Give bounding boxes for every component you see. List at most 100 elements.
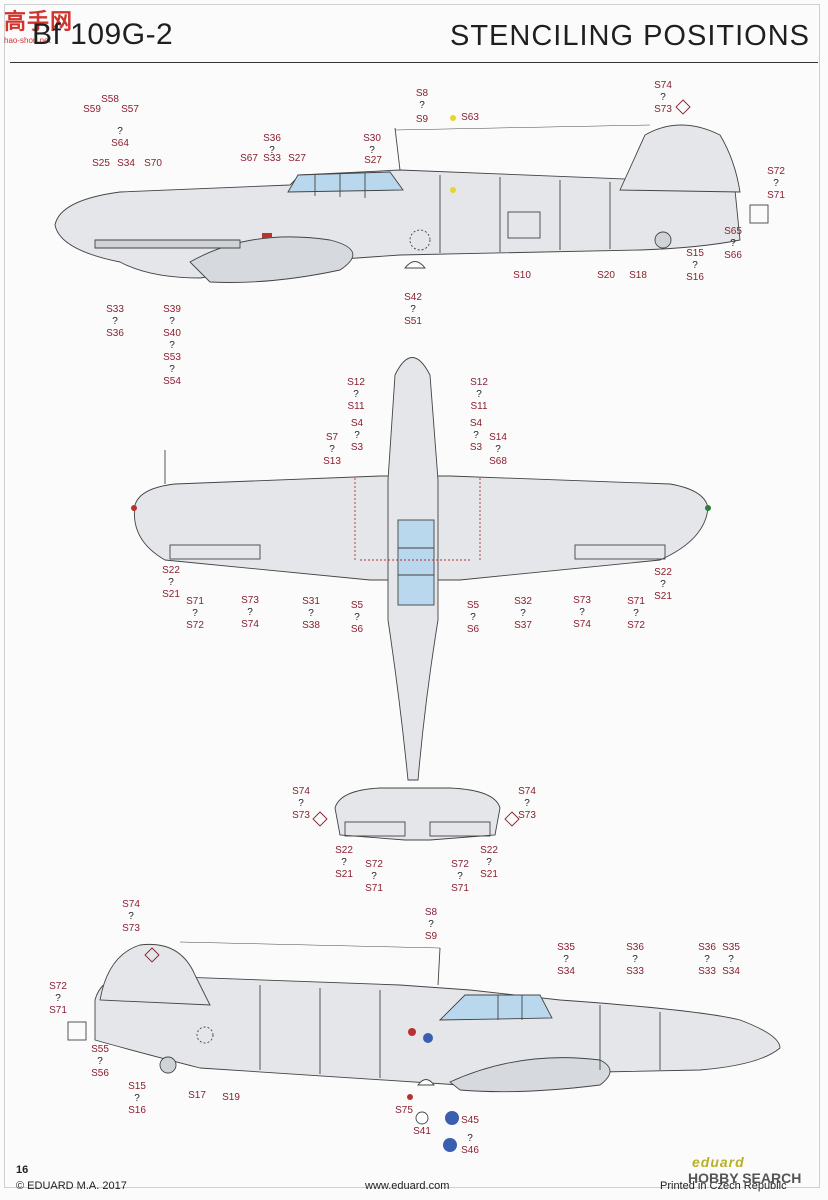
stencil-label-s27b: S27 <box>359 155 387 167</box>
stencil-label-line: ? <box>632 954 638 965</box>
stencil-label-line: ? <box>692 260 698 271</box>
stencil-label-s34: S34 <box>112 158 140 170</box>
stencil-label-s5l: S5?S6 <box>343 600 371 636</box>
stencil-label-s39: S39?S40?S53?S54 <box>158 304 186 388</box>
stencil-label-line: S22 <box>480 845 498 856</box>
stencil-label-s63: S63 <box>456 112 484 124</box>
stencil-label-line: S73 <box>292 810 310 821</box>
stencil-label-line: S51 <box>404 316 422 327</box>
stencil-label-s22l: S22?S21 <box>157 565 185 601</box>
stencil-label-s74tl: S74?S73 <box>287 786 315 822</box>
stencil-label-line: S33 <box>698 966 716 977</box>
stencil-label-r41: S41 <box>408 1126 436 1138</box>
stencil-label-line: ? <box>329 444 335 455</box>
stencil-label-r8: S8?S9 <box>417 907 445 943</box>
stencil-label-s33l: S33?S36 <box>101 304 129 340</box>
stencil-label-line: S6 <box>350 624 364 635</box>
stencil-label-line: ? <box>117 126 123 137</box>
website-link[interactable]: www.eduard.com <box>365 1180 450 1192</box>
stencil-label-line: S20 <box>597 270 615 281</box>
stencil-label-line: ? <box>169 340 175 351</box>
stencil-label-line: ? <box>269 145 275 156</box>
stencil-label-line: ? <box>354 612 360 623</box>
stencil-label-line: S21 <box>162 589 180 600</box>
page-frame <box>4 4 820 1188</box>
stencil-label-line: ? <box>579 607 585 618</box>
stencil-label-s64: ?S64 <box>106 126 134 150</box>
stencil-label-line: S10 <box>513 270 531 281</box>
stencil-label-line: ? <box>247 607 253 618</box>
stencil-label-s31: S31?S38 <box>297 596 325 632</box>
stencil-label-s73l: S73?S74 <box>236 595 264 631</box>
stencil-label-line: S64 <box>111 138 129 149</box>
stencil-label-line: S73 <box>518 810 536 821</box>
stencil-label-s33: S33 <box>258 153 286 165</box>
stencil-label-s70: S70 <box>139 158 167 170</box>
stencil-label-line: ? <box>371 871 377 882</box>
stencil-label-line: ? <box>486 857 492 868</box>
stencil-label-line: ? <box>134 1093 140 1104</box>
stencil-label-s25: S25 <box>87 158 115 170</box>
stencil-label-s67: S67 <box>235 153 263 165</box>
copyright: © EDUARD M.A. 2017 <box>16 1180 127 1192</box>
stencil-label-line: ? <box>169 316 175 327</box>
stencil-label-line: S65 <box>724 226 742 237</box>
stencil-label-s9: S9 <box>408 114 436 126</box>
stencil-label-r36a: S36?S33 <box>621 942 649 978</box>
stencil-label-line: ? <box>169 364 175 375</box>
stencil-label-line: ? <box>298 798 304 809</box>
stencil-label-line: ? <box>341 857 347 868</box>
stencil-label-line: S33 <box>263 153 281 164</box>
stencil-label-line: ? <box>470 612 476 623</box>
stencil-label-line: S42 <box>404 292 422 303</box>
stencil-label-s4r: S4?S3 <box>462 418 490 454</box>
stencil-label-line: ? <box>524 798 530 809</box>
stencil-label-s74tr: S74?S73 <box>513 786 541 822</box>
stencil-label-line: S31 <box>302 596 320 607</box>
stencil-label-line: S72 <box>627 620 645 631</box>
stencil-label-line: S33 <box>626 966 644 977</box>
page-number: 16 <box>16 1164 29 1176</box>
stencil-label-line: S5 <box>466 600 480 611</box>
stencil-label-line: ? <box>112 316 118 327</box>
stencil-label-line: S37 <box>514 620 532 631</box>
stencil-label-line: S36 <box>106 328 124 339</box>
stencil-label-line: S72 <box>767 166 785 177</box>
stencil-label-line: ? <box>704 954 710 965</box>
stencil-label-s4l: S4?S3 <box>343 418 371 454</box>
stencil-label-r46: ?S46 <box>456 1133 484 1157</box>
stencil-label-s5r: S5?S6 <box>459 600 487 636</box>
stencil-label-s7: S7?S13 <box>318 432 346 468</box>
stencil-label-line: S63 <box>461 112 479 123</box>
stencil-label-line: S35 <box>557 942 575 953</box>
stencil-label-line: S14 <box>489 432 507 443</box>
stencil-label-line: S5 <box>350 600 364 611</box>
stencil-label-r72: S72?S71 <box>44 981 72 1017</box>
stencil-label-line: S71 <box>186 596 204 607</box>
stencil-label-line: S11 <box>347 401 365 412</box>
stencil-label-line: S46 <box>461 1145 479 1156</box>
stencil-label-r74: S74?S73 <box>117 899 145 935</box>
stencil-label-line: ? <box>354 430 360 441</box>
stencil-label-line: S16 <box>686 272 704 283</box>
stencil-label-line: S73 <box>654 104 672 115</box>
stencil-label-line: S30 <box>363 133 381 144</box>
stencil-label-line: ? <box>473 430 479 441</box>
stencil-label-s65: S65?S66 <box>719 226 747 262</box>
stencil-label-line: S74 <box>518 786 536 797</box>
stencil-label-line: S34 <box>557 966 575 977</box>
stencil-label-line: S15 <box>686 248 704 259</box>
stencil-label-line: ? <box>520 608 526 619</box>
watermark-main: 高手网 <box>4 9 74 34</box>
stencil-label-s71r: S71?S72 <box>622 596 650 632</box>
page-title: Bf 109G-2 <box>32 18 174 51</box>
stencil-label-line: S34 <box>722 966 740 977</box>
stencil-label-line: ? <box>55 993 61 1004</box>
left-side-view <box>54 99 769 283</box>
stencil-label-line: S9 <box>415 114 429 125</box>
stencil-label-line: S66 <box>724 250 742 261</box>
stencil-label-line: S39 <box>163 304 181 315</box>
stencil-label-line: S36 <box>626 942 644 953</box>
stencil-label-line: S38 <box>302 620 320 631</box>
section-title: STENCILING POSITIONS <box>450 20 810 52</box>
